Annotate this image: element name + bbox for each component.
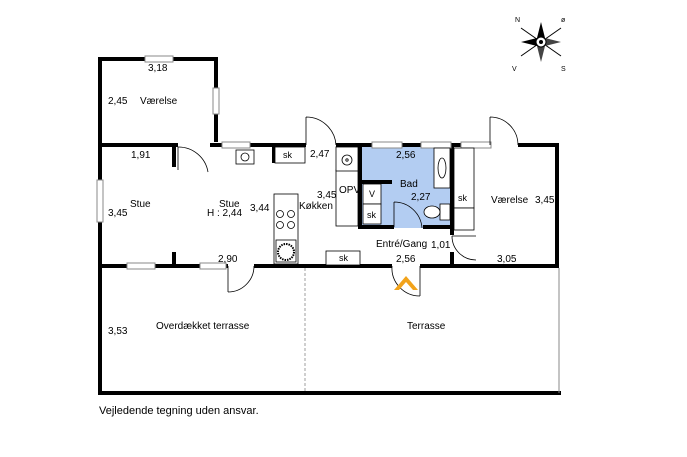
disclaimer-text: Vejledende tegning uden ansvar.	[99, 405, 259, 417]
dim-344: 3,44	[250, 203, 270, 214]
label-sk-bath: sk	[367, 210, 377, 220]
label-sk-right: sk	[458, 193, 468, 203]
dim-227: 2,27	[411, 192, 431, 203]
room-koekken: Køkken	[299, 201, 333, 212]
dim-345-left: 3,45	[108, 208, 128, 219]
bathroom-fixtures	[362, 147, 475, 231]
windows	[96, 55, 492, 270]
label-sk-kitchen-top: sk	[283, 150, 293, 160]
room-overdaekket: Overdækket terrasse	[156, 321, 250, 332]
entry-arrow-icon	[394, 276, 418, 290]
dim-256-bad: 2,56	[396, 150, 416, 161]
room-opv: OPV	[339, 185, 360, 196]
dim-191: 1,91	[131, 150, 151, 161]
compass-s: S	[561, 66, 566, 73]
dim-345-kitchen: 3,45	[317, 190, 337, 201]
compass-v: V	[512, 66, 517, 73]
label-v: V	[369, 189, 375, 199]
room-terrasse: Terrasse	[407, 321, 446, 332]
compass-n: N	[515, 17, 520, 24]
room-entre: Entré/Gang	[376, 239, 427, 250]
dim-245: 2,45	[108, 96, 128, 107]
room-stue-left: Stue	[130, 199, 151, 210]
compass-icon	[520, 22, 562, 62]
room-vaerelse-top: Værelse	[140, 96, 178, 107]
dim-345-right: 3,45	[535, 195, 555, 206]
compass-o: ø	[561, 17, 566, 24]
fireplace-icon	[235, 149, 255, 165]
room-stue-height: H : 2,44	[207, 208, 242, 219]
dim-290: 2,90	[218, 254, 238, 265]
room-vaerelse-right: Værelse	[491, 195, 529, 206]
fireplace-circle	[240, 152, 250, 162]
walls	[98, 57, 561, 395]
kitchen-counter	[273, 146, 361, 266]
dim-101: 1,01	[431, 240, 451, 251]
room-stue-main: Stue	[219, 199, 240, 210]
dim-305: 3,05	[497, 254, 517, 265]
dim-353: 3,53	[108, 326, 128, 337]
label-sk-kitchen-bottom: sk	[339, 253, 349, 263]
dim-256-entry: 2,56	[396, 254, 416, 265]
dim-318: 3,18	[148, 63, 168, 74]
dim-247: 2,47	[310, 149, 330, 160]
room-bad: Bad	[400, 179, 418, 190]
